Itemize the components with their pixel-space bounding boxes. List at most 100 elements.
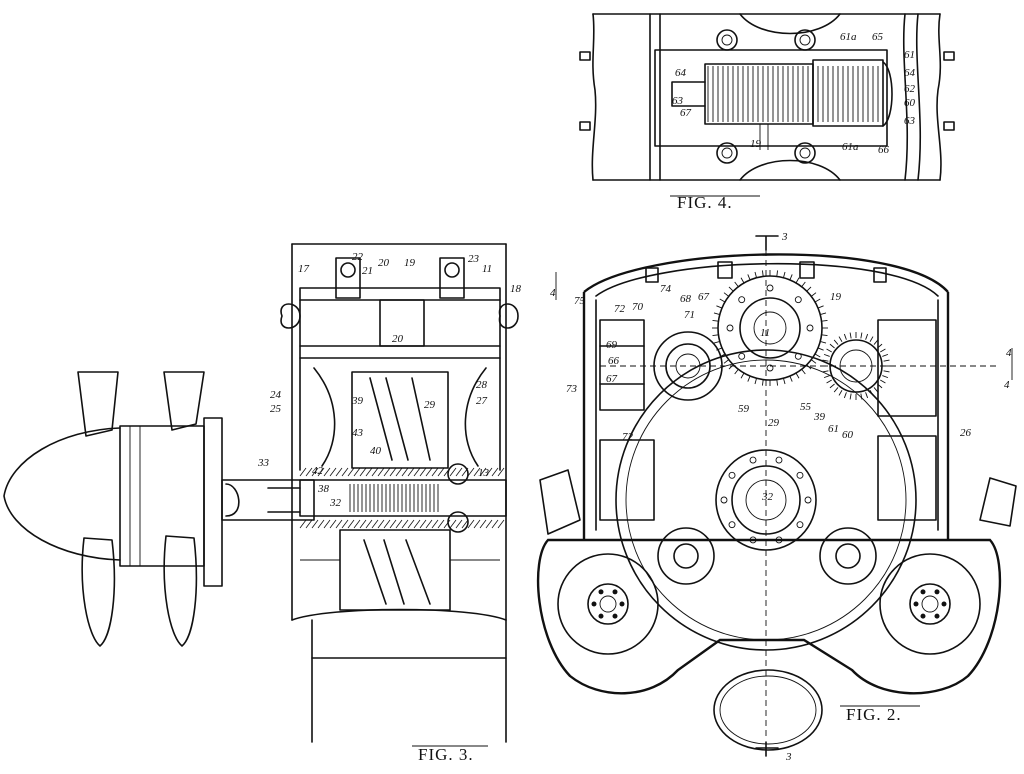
wheel-bolt [612, 613, 618, 619]
fig3-label: 40 [370, 445, 382, 457]
gear-tooth [843, 333, 847, 340]
gear-tooth [801, 281, 806, 288]
section-hatch [449, 467, 457, 477]
fig2-label: 73 [566, 383, 578, 395]
fig3-label: 22 [352, 251, 364, 263]
fig2-label: 61 [828, 423, 839, 435]
gear-tooth [814, 298, 821, 303]
section-hatch [407, 519, 415, 529]
section-hatch [359, 519, 367, 529]
gear-bolt [738, 296, 746, 304]
section-hatch [365, 467, 373, 477]
fig-4-caption: FIG. 4. [677, 193, 733, 212]
gear-tooth [783, 378, 786, 385]
fig3-label: 11 [482, 263, 492, 275]
section-hatch [401, 519, 409, 529]
section-hatch [455, 519, 463, 529]
hub-bolt [796, 521, 804, 529]
fig-2-drawing: 3 4 4 75 72 70 74 68 67 71 11 19 69 66 6… [536, 231, 1017, 763]
wheel-bolt [913, 601, 919, 607]
fig2-label: 72 [622, 431, 634, 443]
fig2-label: 59 [738, 403, 750, 415]
fig3-label: 29 [424, 399, 436, 411]
fig4-label: 61a [842, 141, 859, 153]
section-hatch [491, 467, 499, 477]
fig2-label: 29 [768, 417, 780, 429]
section-hatch [461, 519, 469, 529]
fig2-section-label: 3 [785, 751, 792, 763]
section-hatch [335, 519, 343, 529]
section-hatch [305, 519, 313, 529]
fig3-label: 42 [312, 465, 324, 477]
gear-tooth [712, 319, 719, 322]
fig2-section-label: 3 [781, 231, 788, 243]
hub-bolt [728, 521, 736, 529]
section-hatch [491, 519, 499, 529]
section-hatch [437, 519, 445, 529]
gear-tooth [789, 274, 793, 281]
fig2-label: 67 [698, 291, 710, 303]
fig3-label: 21 [362, 265, 373, 277]
gear-tooth [789, 375, 793, 382]
gear-tooth [734, 368, 739, 375]
fig4-bolt [716, 142, 738, 164]
wheel-bolt [598, 613, 604, 619]
section-hatch [299, 519, 307, 529]
section-hatch [479, 519, 487, 529]
hub-bolt [796, 471, 804, 479]
gear-tooth [822, 370, 829, 373]
gear-tooth [728, 286, 734, 292]
fig4-label: 65 [872, 31, 884, 43]
gear-tooth [820, 312, 827, 315]
fig3-label: 17 [298, 263, 310, 275]
section-hatch [497, 519, 505, 529]
fig3-label: 43 [352, 427, 364, 439]
fig4-label: 63 [904, 115, 916, 127]
section-hatch [305, 467, 313, 477]
fig2-idler [819, 527, 877, 585]
fig2-label: 32 [761, 491, 774, 503]
section-hatch [347, 519, 355, 529]
gear-tooth [882, 375, 889, 379]
gear-tooth [865, 333, 869, 340]
gear-tooth [754, 271, 757, 278]
fig3-label: 20 [378, 257, 390, 269]
gear-tooth [810, 292, 817, 297]
fig4-bolt [794, 142, 816, 164]
gear-bolt [766, 364, 774, 372]
gear-tooth [880, 348, 886, 353]
section-hatch [431, 519, 439, 529]
fig4-label: 64 [904, 67, 916, 79]
fig-3-drawing: 17 22 21 20 19 23 11 18 20 24 25 39 29 2… [257, 243, 522, 764]
section-hatch [395, 467, 403, 477]
section-hatch [323, 467, 331, 477]
fig-4-drawing: 61a 65 61 64 62 60 63 64 63 67 19 61a 66… [579, 13, 955, 212]
fig3-label: 18 [510, 283, 522, 295]
hub-bolt [804, 496, 812, 504]
hub-bolt [720, 496, 728, 504]
gear-tooth [869, 390, 874, 396]
fig3-label: 24 [270, 389, 282, 401]
fig3-label: 25 [270, 403, 282, 415]
fig3-label: 32 [329, 497, 342, 509]
fig2-label: 71 [684, 309, 695, 321]
section-hatch [419, 467, 427, 477]
fig-3-caption: FIG. 3. [418, 745, 474, 764]
section-hatch [299, 467, 307, 477]
gear-tooth [783, 271, 786, 278]
gear-tooth [814, 353, 821, 358]
fig2-label: 68 [680, 293, 692, 305]
fig2-label: 26 [960, 427, 972, 439]
fig2-label: 75 [574, 295, 586, 307]
section-hatch [359, 467, 367, 477]
hub-bolt [775, 456, 783, 464]
gear-tooth [838, 336, 843, 342]
section-hatch [455, 467, 463, 477]
fig3-label: 33 [257, 457, 270, 469]
fig2-section-label: 4 [1006, 347, 1012, 359]
section-hatch [485, 519, 493, 529]
gear-tooth [821, 334, 828, 337]
hub-bolt [728, 471, 736, 479]
gear-tooth [747, 375, 751, 382]
fig3-label: 23 [468, 253, 480, 265]
